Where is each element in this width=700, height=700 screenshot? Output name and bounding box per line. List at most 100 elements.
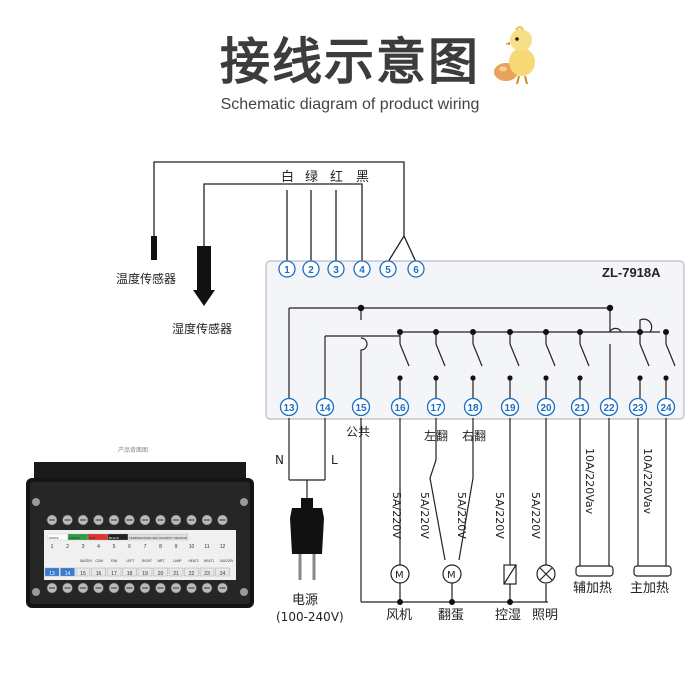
- photo-term-label: 20: [158, 571, 164, 577]
- photo-term-label: 9: [175, 544, 178, 550]
- terminal-5-label: 5: [385, 265, 391, 276]
- terminal-14: [315, 397, 335, 417]
- page-subtitle: Schematic diagram of product wiring: [220, 96, 480, 113]
- main-heat-label: 主加热: [630, 581, 669, 596]
- photo-term-label: 15: [80, 571, 86, 577]
- light-rating: 5A/220V: [529, 492, 542, 539]
- humidity-sensor-tip: [193, 290, 215, 306]
- terminal-14-label: 14: [319, 403, 331, 414]
- terminal-17-label: 17: [430, 403, 442, 414]
- photo-term-label: 13: [49, 571, 55, 577]
- terminal-2-label: 2: [308, 265, 314, 276]
- aux-heater-tube-icon: [575, 565, 614, 577]
- terminal-19-label: 19: [504, 403, 516, 414]
- humidify-label: 控湿: [495, 608, 521, 623]
- terminal-13-label: 13: [283, 403, 295, 414]
- turn-right-rating: 5A/220V: [455, 492, 468, 539]
- terminal-1: [278, 260, 296, 278]
- photo-term-label: 5: [113, 544, 116, 550]
- photo-header-item: RED: [89, 536, 96, 540]
- photo-term-label: 16: [96, 571, 102, 577]
- photo-term-label: 19: [142, 571, 148, 577]
- power-L-label: L: [331, 453, 338, 467]
- terminal-23: [628, 397, 648, 417]
- photo-term-label: 2: [66, 544, 69, 550]
- terminal-4-label: 4: [359, 265, 365, 276]
- turn-right-label: 右翻: [462, 428, 486, 443]
- photo-mid-item: COM: [96, 559, 104, 563]
- relay-switch: [545, 343, 556, 367]
- light-label: 照明: [532, 608, 558, 623]
- humidify-rating: 5A/220V: [493, 492, 506, 539]
- terminal-17: [426, 397, 446, 417]
- photo-mid-item: 10A/220V: [220, 559, 235, 563]
- aux-heat-rating: 10A/220Vav: [583, 448, 596, 515]
- photo-header-item: HUMIDITY SENSOR: [159, 536, 188, 540]
- terminal-20: [536, 397, 556, 417]
- photo-term-label: 1: [51, 544, 54, 550]
- relay-switch: [472, 343, 483, 367]
- photo-mid-item: RIGHT: [142, 559, 152, 563]
- wire-color-white: 白: [281, 169, 294, 185]
- power-plug-icon: [290, 498, 324, 580]
- terminal-18: [463, 397, 483, 417]
- terminal-5: [379, 260, 397, 278]
- terminal-19: [500, 397, 520, 417]
- photo-term-label: 8: [159, 544, 162, 550]
- power-N-label: N: [275, 453, 284, 467]
- photo-term-label: 12: [220, 544, 226, 550]
- photo-mid-item: HEAT2: [189, 559, 199, 563]
- terminal-3-label: 3: [333, 265, 339, 276]
- terminal-21-label: 21: [574, 403, 586, 414]
- terminal-16: [390, 397, 410, 417]
- terminal-4: [353, 260, 371, 278]
- photo-term-label: 24: [220, 571, 226, 577]
- terminal-13: [279, 397, 299, 417]
- terminal-24: [656, 397, 676, 417]
- fan-motor-icon: [390, 564, 410, 584]
- photo-header-item: GREEN: [69, 536, 80, 540]
- temperature-sensor-label: 温度传感器: [116, 271, 176, 286]
- chick-egg-icon: [494, 26, 535, 85]
- photo-term-label: 17: [111, 571, 117, 577]
- power-label: 电源: [292, 593, 318, 608]
- main-heat-rating: 10A/220Vav: [641, 448, 654, 515]
- photo-term-label: 3: [82, 544, 85, 550]
- terminal-6-label: 6: [413, 265, 419, 276]
- common-label: 公共: [346, 425, 370, 439]
- photo-mid-item: LEFT: [127, 559, 135, 563]
- model-label: ZL-7918A: [602, 265, 661, 280]
- photo-term-label: 4: [97, 544, 100, 550]
- humidity-sensor-probe: [197, 246, 211, 292]
- photo-mid-item: HEAT1: [204, 559, 214, 563]
- humidity-sensor-label: 湿度传感器: [172, 321, 232, 336]
- fan-label: 风机: [386, 608, 412, 623]
- terminal-16-label: 16: [394, 403, 406, 414]
- wire-color-green: 绿: [305, 170, 318, 185]
- turn-left-rating: 5A/220V: [418, 492, 431, 539]
- terminal-21: [570, 397, 590, 417]
- photo-term-label: 23: [204, 571, 210, 577]
- terminal-23-label: 23: [632, 403, 644, 414]
- photo-header-item: WHITE: [49, 536, 59, 540]
- temperature-sensor-probe: [151, 236, 157, 260]
- photo-header-item: BLACK: [109, 536, 119, 540]
- terminal-22-label: 22: [603, 403, 615, 414]
- relay-switch: [639, 343, 650, 367]
- terminal-2: [302, 260, 320, 278]
- main-heater-tube-icon: [633, 565, 672, 577]
- relay-switch: [435, 343, 446, 367]
- photo-term-label: 18: [127, 571, 133, 577]
- relay-switch: [509, 343, 520, 367]
- power-range-label: (100-240V): [276, 610, 344, 624]
- fan-motor-symbol: M: [395, 570, 404, 581]
- terminal-20-label: 20: [540, 403, 552, 414]
- wire-color-red: 红: [330, 169, 343, 185]
- relay-switch: [579, 343, 590, 367]
- page-title: 接线示意图: [220, 33, 480, 91]
- photo-mid-item: LAMP: [173, 559, 182, 563]
- device-photo-caption: 产品背面图: [118, 446, 148, 454]
- terminal-22: [599, 397, 619, 417]
- photo-term-label: 14: [65, 571, 71, 577]
